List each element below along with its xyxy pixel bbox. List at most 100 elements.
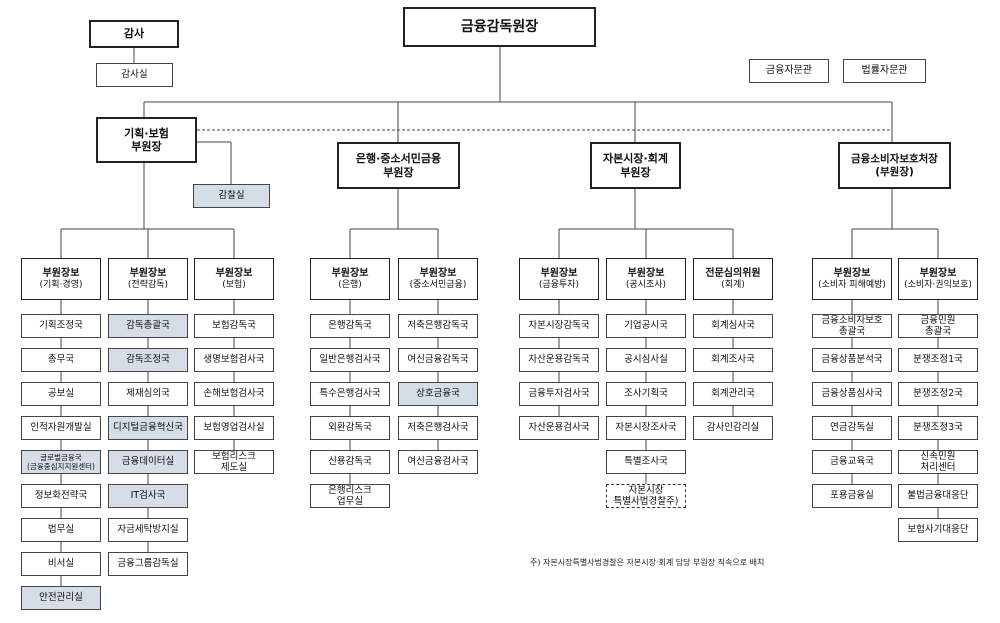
department-box: 자본시장 특별사법경찰주) (606, 484, 686, 508)
department-box: 특별조사국 (606, 450, 686, 474)
department-box: 은행리스크 업무실 (310, 484, 390, 508)
column-head-10: 부원장보(소비자·권익보호) (898, 258, 978, 300)
column-head-subtitle: (전략감독) (127, 279, 169, 290)
column-head-subtitle: (은행) (338, 279, 362, 290)
column-head-subtitle: (금융투자) (538, 279, 580, 290)
column-head-8: 전문심의위원(회계) (693, 258, 773, 300)
legal-advisor-box: 법률자문관 (843, 59, 926, 83)
department-box: 공시심사실 (606, 348, 686, 372)
audit-office-box: 감사실 (96, 63, 173, 87)
column-head-title: 부원장보 (331, 267, 369, 279)
department-box: 보험영업검사실 (194, 416, 274, 440)
department-box: 보험사기대응단 (898, 518, 978, 542)
department-box: 감독조정국 (108, 348, 188, 372)
department-box: 자산운용감독국 (519, 348, 599, 372)
department-box: 신용감독국 (310, 450, 390, 474)
department-box: 금융민원 총괄국 (898, 314, 978, 338)
column-head-subtitle: (기획·경영) (39, 279, 83, 290)
department-box: 비서실 (21, 552, 101, 576)
column-head-subtitle: (보험) (222, 279, 246, 290)
department-box: 저축은행감독국 (398, 314, 478, 338)
department-box: 일반은행검사국 (310, 348, 390, 372)
column-head-subtitle: (중소서민금융) (409, 279, 467, 290)
department-box: 정보화전략국 (21, 484, 101, 508)
inspection-office-box: 감찰실 (193, 184, 270, 208)
department-box: 여신금융검사국 (398, 450, 478, 474)
department-box: 분쟁조정3국 (898, 416, 978, 440)
department-box: 회계관리국 (693, 382, 773, 406)
department-box: 은행감독국 (310, 314, 390, 338)
department-box: 금융교육국 (812, 450, 892, 474)
column-head-title: 부원장보 (215, 267, 253, 279)
footnote: 주) 자본시장특별사법경찰은 자본시장·회계 담당 부원장 직속으로 배치 (530, 558, 765, 567)
governor-box: 금융감독원장 (403, 7, 596, 47)
department-box: 생명보험검사국 (194, 348, 274, 372)
department-box: 특수은행검사국 (310, 382, 390, 406)
department-box: 총무국 (21, 348, 101, 372)
department-box: 조사기획국 (606, 382, 686, 406)
column-head-subtitle: (공시조사) (625, 279, 667, 290)
department-box: 기획조정국 (21, 314, 101, 338)
department-box: 디지털금융혁신국 (108, 416, 188, 440)
column-head-title: 부원장보 (540, 267, 578, 279)
department-box: 금융그룹감독실 (108, 552, 188, 576)
deputy-governor-banking: 은행·중소서민금융 부원장 (337, 142, 460, 189)
department-box: 안전관리실 (21, 586, 101, 610)
column-head-title: 부원장보 (129, 267, 167, 279)
department-box: 보험감독국 (194, 314, 274, 338)
column-head-7: 부원장보(공시조사) (606, 258, 686, 300)
department-box: 저축은행검사국 (398, 416, 478, 440)
department-box: 금융상품심사국 (812, 382, 892, 406)
column-head-3: 부원장보(보험) (194, 258, 274, 300)
department-box: 보험리스크 제도실 (194, 450, 274, 474)
column-head-subtitle: (회계) (721, 279, 745, 290)
department-box: 불법금융대응단 (898, 484, 978, 508)
department-box: 자본시장조사국 (606, 416, 686, 440)
department-box: IT검사국 (108, 484, 188, 508)
department-box: 자금세탁방지실 (108, 518, 188, 542)
column-head-title: 부원장보 (919, 267, 957, 279)
department-box: 공보실 (21, 382, 101, 406)
department-box: 금융투자검사국 (519, 382, 599, 406)
column-head-title: 부원장보 (419, 267, 457, 279)
column-head-5: 부원장보(중소서민금융) (398, 258, 478, 300)
department-box: 신속민원 처리센터 (898, 450, 978, 474)
department-box: 감독총괄국 (108, 314, 188, 338)
deputy-governor-capital-market: 자본시장·회계 부원장 (590, 142, 681, 189)
deputy-governor-planning: 기획·보험 부원장 (96, 117, 197, 163)
department-box: 금융데이터실 (108, 450, 188, 474)
department-box: 회계조사국 (693, 348, 773, 372)
department-box: 자본시장감독국 (519, 314, 599, 338)
column-head-title: 전문심의위원 (705, 267, 761, 279)
financial-advisor-box: 금융자문관 (749, 59, 829, 83)
department-box: 회계심사국 (693, 314, 773, 338)
department-box: 제재심의국 (108, 382, 188, 406)
column-head-title: 부원장보 (42, 267, 80, 279)
column-head-4: 부원장보(은행) (310, 258, 390, 300)
department-box: 외환감독국 (310, 416, 390, 440)
department-box: 자산운용검사국 (519, 416, 599, 440)
column-head-2: 부원장보(전략감독) (108, 258, 188, 300)
department-box: 감사인감리실 (693, 416, 773, 440)
column-head-title: 부원장보 (627, 267, 665, 279)
department-box: 포용금융실 (812, 484, 892, 508)
column-head-subtitle: (소비자 피해예방) (818, 279, 886, 290)
department-box: 손해보험검사국 (194, 382, 274, 406)
column-head-6: 부원장보(금융투자) (519, 258, 599, 300)
department-box: 금융상품분석국 (812, 348, 892, 372)
department-box: 글로벌금융국 (금융중심지지원센터) (21, 450, 101, 474)
department-box: 기업공시국 (606, 314, 686, 338)
department-box: 분쟁조정1국 (898, 348, 978, 372)
column-head-1: 부원장보(기획·경영) (21, 258, 101, 300)
deputy-governor-consumer-protection: 금융소비자보호처장 (부원장) (838, 142, 951, 189)
department-box: 상호금융국 (398, 382, 478, 406)
column-head-9: 부원장보(소비자 피해예방) (812, 258, 892, 300)
department-box: 분쟁조정2국 (898, 382, 978, 406)
column-head-title: 부원장보 (833, 267, 871, 279)
department-box: 법무실 (21, 518, 101, 542)
auditor-box: 감사 (89, 20, 179, 48)
department-box: 연금감독실 (812, 416, 892, 440)
department-box: 여신금융감독국 (398, 348, 478, 372)
department-box: 금융소비자보호 총괄국 (812, 314, 892, 338)
department-box: 인적자원개발실 (21, 416, 101, 440)
